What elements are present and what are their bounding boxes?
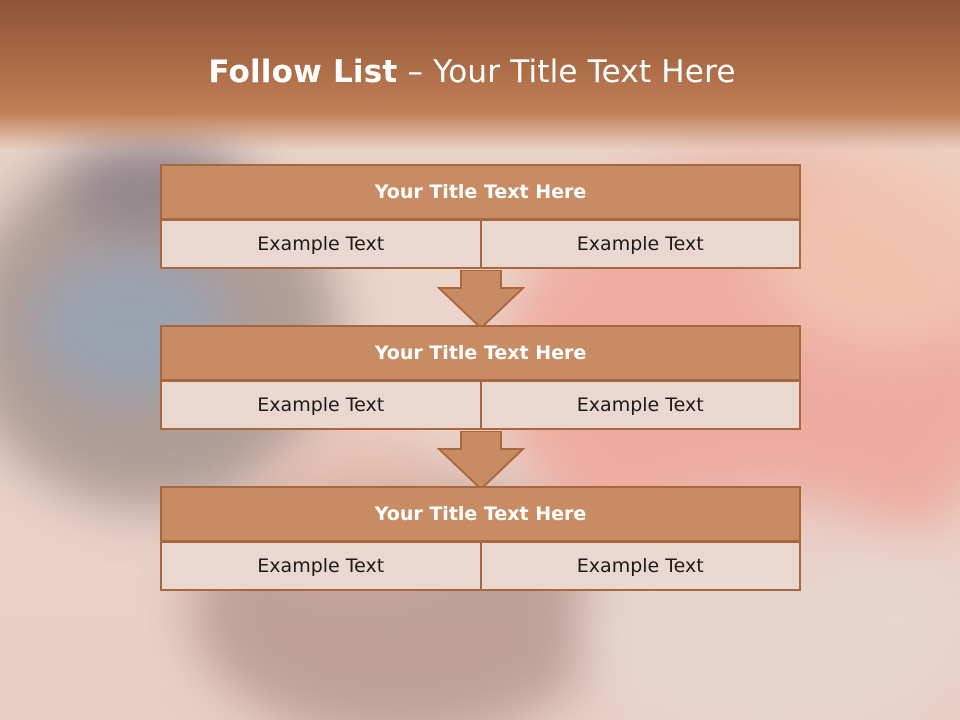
block-cell-left: Example Text xyxy=(160,380,482,430)
block-cell-right: Example Text xyxy=(479,541,801,591)
list-block-1: Your Title Text Here Example Text Exampl… xyxy=(160,164,801,269)
slide-title-rest: – Your Title Text Here xyxy=(397,54,736,90)
block-cell-right: Example Text xyxy=(479,219,801,269)
list-block-3: Your Title Text Here Example Text Exampl… xyxy=(160,486,801,591)
slide-title-bold: Follow List xyxy=(208,54,398,90)
block-cell-left: Example Text xyxy=(160,541,482,591)
block-cell-right: Example Text xyxy=(479,380,801,430)
block-title: Your Title Text Here xyxy=(160,325,801,381)
down-arrow-icon xyxy=(437,431,525,491)
header-band xyxy=(0,0,960,150)
block-title: Your Title Text Here xyxy=(160,164,801,220)
block-title: Your Title Text Here xyxy=(160,486,801,542)
list-block-2: Your Title Text Here Example Text Exampl… xyxy=(160,325,801,430)
down-arrow-icon xyxy=(437,270,525,330)
slide-title: Follow List – Your Title Text Here xyxy=(0,54,944,90)
block-cell-left: Example Text xyxy=(160,219,482,269)
